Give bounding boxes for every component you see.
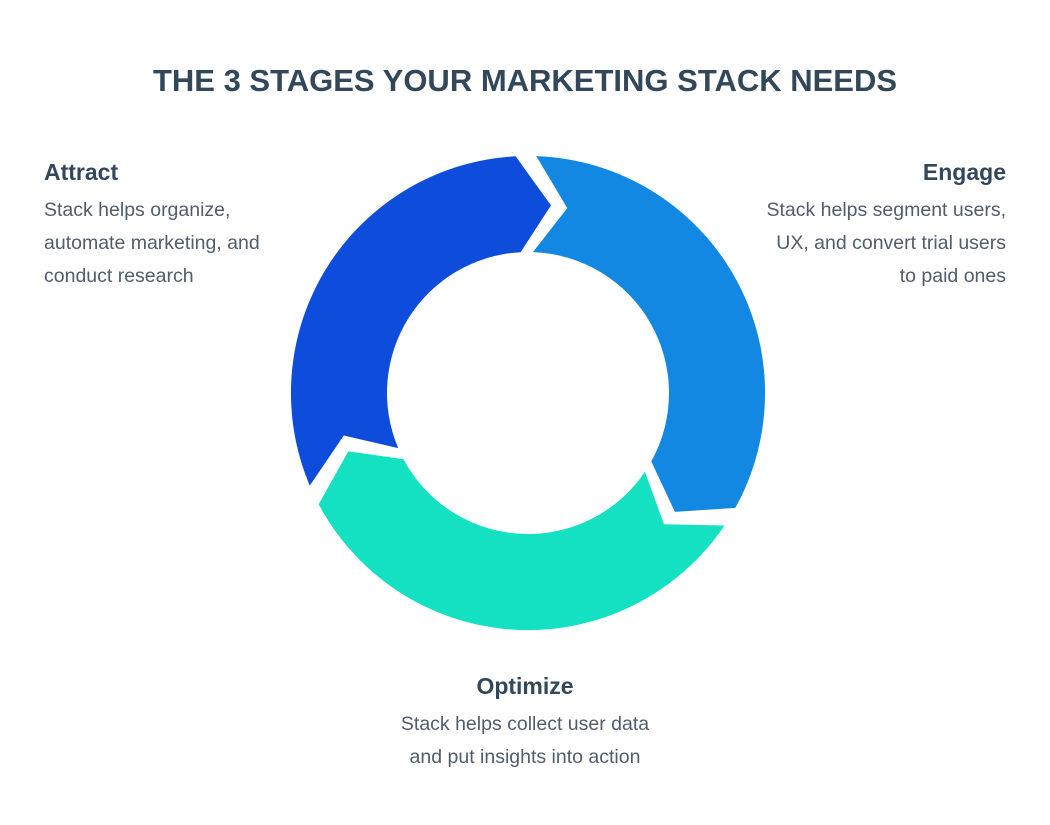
segment-engage-arrow (532, 156, 766, 512)
stage-attract-line: conduct research (44, 265, 194, 287)
stage-optimize-heading: Optimize (476, 673, 574, 699)
stage-engage-line: to paid ones (899, 265, 1006, 287)
stage-optimize-line: and put insights into action (409, 746, 641, 768)
page-title: THE 3 STAGES YOUR MARKETING STACK NEEDS (152, 62, 898, 98)
stage-attract-line: Stack helps organize, (44, 199, 231, 221)
stage-attract-line: automate marketing, and (44, 232, 260, 254)
stage-engage-line: UX, and convert trial users (776, 232, 1006, 254)
stage-optimize-line: Stack helps collect user data (400, 713, 650, 735)
stage-engage-heading: Engage (922, 159, 1006, 185)
segment-optimize-arrow (318, 451, 725, 631)
stage-engage-line: Stack helps segment users, (766, 199, 1006, 221)
stage-optimize: Optimize Stack helps collect user data a… (0, 672, 1050, 774)
stage-attract-heading: Attract (44, 159, 119, 185)
segment-attract-arrow (290, 156, 551, 486)
stage-attract: Attract Stack helps organize, automate m… (44, 158, 344, 293)
stage-engage: Engage Stack helps segment users, UX, an… (706, 158, 1006, 293)
